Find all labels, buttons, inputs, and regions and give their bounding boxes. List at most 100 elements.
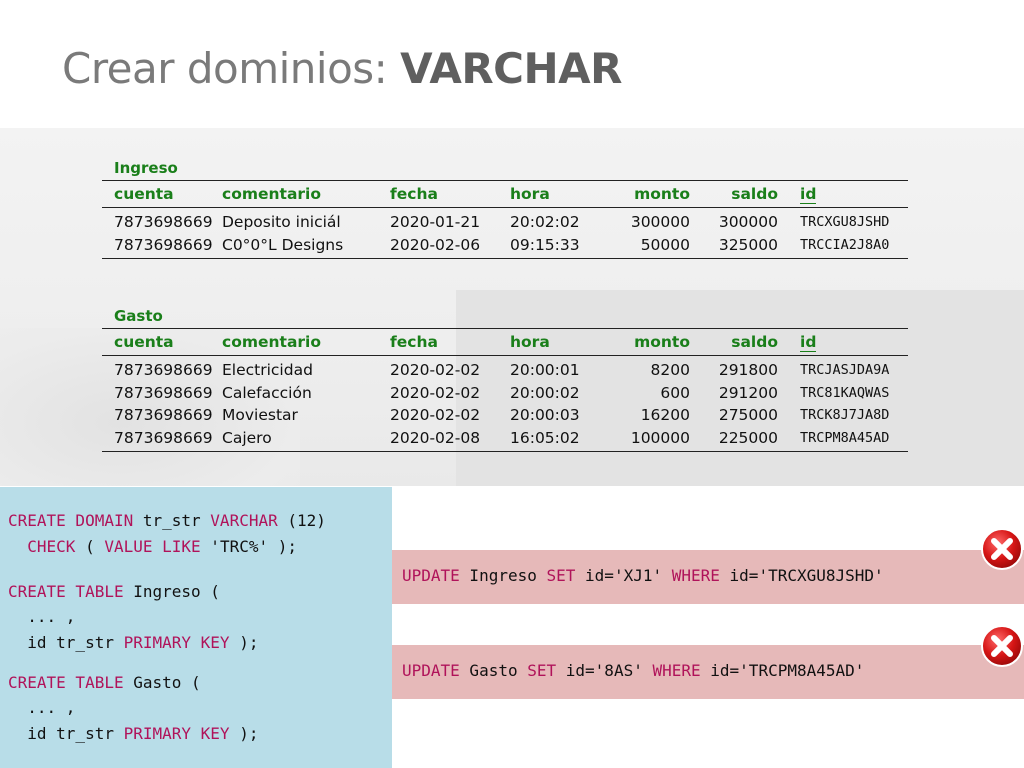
code-line-primary-key: id tr_str PRIMARY KEY );: [8, 724, 258, 743]
column-header-saldo: saldo: [731, 185, 778, 203]
column-header-saldo: saldo: [731, 333, 778, 351]
cell-hora: 20:02:02: [510, 213, 580, 232]
cell-hora: 20:00:03: [510, 406, 580, 425]
table-row: 7873698669 Deposito iniciál 2020-01-21 2…: [102, 211, 908, 234]
column-header-monto: monto: [634, 333, 690, 351]
code-keyword: VALUE LIKE: [104, 537, 201, 556]
column-header-id-label: id: [800, 185, 817, 204]
cell-monto: 300000: [630, 213, 690, 232]
cell-fecha: 2020-02-02: [390, 406, 481, 425]
cell-saldo: 275000: [718, 406, 778, 425]
code-text: ... ,: [8, 698, 76, 717]
sql-code-block: CREATE DOMAIN tr_str VARCHAR (12) CHECK …: [0, 487, 392, 768]
code-keyword: PRIMARY KEY: [123, 724, 230, 743]
code-text: Gasto: [459, 661, 528, 680]
column-header-comentario: comentario: [222, 333, 322, 351]
cell-monto: 50000: [640, 235, 690, 254]
column-header-monto: monto: [634, 185, 690, 203]
code-keyword: WHERE: [671, 566, 720, 585]
code-line-create-domain: CREATE DOMAIN tr_str VARCHAR (12): [8, 511, 326, 530]
code-text: id tr_str: [8, 633, 124, 652]
update-ingreso-statement: UPDATE Ingreso SET id='XJ1' WHERE id='TR…: [392, 550, 1024, 604]
table-row: 7873698669 C0°0°L Designs 2020-02-06 09:…: [102, 234, 908, 257]
error-x-icon: [981, 528, 1023, 570]
cell-hora: 16:05:02: [510, 428, 580, 447]
table-name: Ingreso: [114, 159, 178, 177]
code-line-ellipsis: ... ,: [8, 698, 75, 717]
code-text: tr_str: [133, 511, 211, 530]
update-line: UPDATE Ingreso SET id='XJ1' WHERE id='TR…: [402, 566, 884, 585]
code-text: id tr_str: [8, 724, 124, 743]
cell-cuenta: 7873698669: [114, 406, 213, 425]
cell-monto: 8200: [650, 361, 690, 380]
table-row: 7873698669 Electricidad 2020-02-02 20:00…: [102, 359, 908, 382]
code-text: Ingreso (: [123, 582, 220, 601]
column-header-fecha: fecha: [390, 185, 438, 203]
code-text: Gasto (: [123, 673, 201, 692]
cell-cuenta: 7873698669: [114, 235, 213, 254]
background-photo: [0, 128, 1024, 486]
cell-saldo: 291200: [718, 383, 778, 402]
code-line-create-table-gasto: CREATE TABLE Gasto (: [8, 673, 201, 692]
cell-saldo: 291800: [718, 361, 778, 380]
code-keyword: SET: [546, 566, 576, 585]
cell-comentario: Calefacción: [222, 383, 312, 402]
cell-hora: 09:15:33: [510, 235, 580, 254]
code-text: [8, 537, 27, 556]
cell-comentario: Deposito iniciál: [222, 213, 341, 232]
background-shape-right: [456, 290, 1024, 486]
cell-hora: 20:00:02: [510, 383, 580, 402]
code-text: id='TRCPM8A45AD': [700, 661, 865, 680]
ingreso-table: Ingreso cuenta comentario fecha hora mon…: [102, 156, 908, 259]
code-keyword: VARCHAR: [210, 511, 278, 530]
code-keyword: CREATE TABLE: [8, 582, 124, 601]
column-header-fecha: fecha: [390, 333, 438, 351]
cell-monto: 100000: [630, 428, 690, 447]
update-line: UPDATE Gasto SET id='8AS' WHERE id='TRCP…: [402, 661, 864, 680]
cell-id: TRC81KAQWAS: [800, 384, 890, 401]
column-header-id-label: id: [800, 333, 817, 352]
table-header-row: cuenta comentario fecha hora monto saldo…: [102, 180, 908, 208]
cell-id: TRCJASJDA9A: [800, 362, 890, 379]
code-text: (12): [277, 511, 326, 530]
code-text: id='XJ1': [575, 566, 672, 585]
code-line-create-table-ingreso: CREATE TABLE Ingreso (: [8, 582, 220, 601]
code-line-ellipsis: ... ,: [8, 607, 75, 626]
code-keyword: CHECK: [27, 537, 76, 556]
cell-fecha: 2020-01-21: [390, 213, 481, 232]
table-header-row: cuenta comentario fecha hora monto saldo…: [102, 328, 908, 356]
cell-fecha: 2020-02-02: [390, 361, 481, 380]
table-name: Gasto: [114, 307, 163, 325]
table-row: 7873698669 Calefacción 2020-02-02 20:00:…: [102, 382, 908, 405]
code-keyword: UPDATE: [402, 566, 460, 585]
code-keyword: WHERE: [652, 661, 701, 680]
cell-cuenta: 7873698669: [114, 383, 213, 402]
cell-comentario: C0°0°L Designs: [222, 235, 344, 254]
code-keyword: PRIMARY KEY: [123, 633, 230, 652]
table-body: 7873698669 Deposito iniciál 2020-01-21 2…: [102, 208, 908, 259]
column-header-cuenta: cuenta: [114, 333, 174, 351]
cell-hora: 20:00:01: [510, 361, 580, 380]
code-text: id='8AS': [556, 661, 653, 680]
column-header-hora: hora: [510, 333, 550, 351]
cell-saldo: 225000: [718, 428, 778, 447]
column-header-id: id: [778, 333, 908, 352]
cell-id: TRCCIA2J8A0: [800, 236, 890, 253]
cell-cuenta: 7873698669: [114, 428, 213, 447]
cell-comentario: Moviestar: [222, 406, 298, 425]
code-text: );: [229, 633, 259, 652]
cell-monto: 16200: [640, 406, 690, 425]
cell-saldo: 300000: [718, 213, 778, 232]
code-text: 'TRC%' );: [200, 537, 297, 556]
cell-id: TRCPM8A45AD: [800, 429, 890, 446]
cell-comentario: Electricidad: [222, 361, 313, 380]
table-row: 7873698669 Cajero 2020-02-08 16:05:02 10…: [102, 427, 908, 450]
background-shape-left: [0, 328, 300, 486]
table-body: 7873698669 Electricidad 2020-02-02 20:00…: [102, 356, 908, 452]
code-text: );: [229, 724, 259, 743]
cell-fecha: 2020-02-08: [390, 428, 481, 447]
column-header-cuenta: cuenta: [114, 185, 174, 203]
cell-monto: 600: [660, 383, 690, 402]
column-header-comentario: comentario: [222, 185, 322, 203]
cell-id: TRCK8J7JA8D: [800, 407, 890, 424]
